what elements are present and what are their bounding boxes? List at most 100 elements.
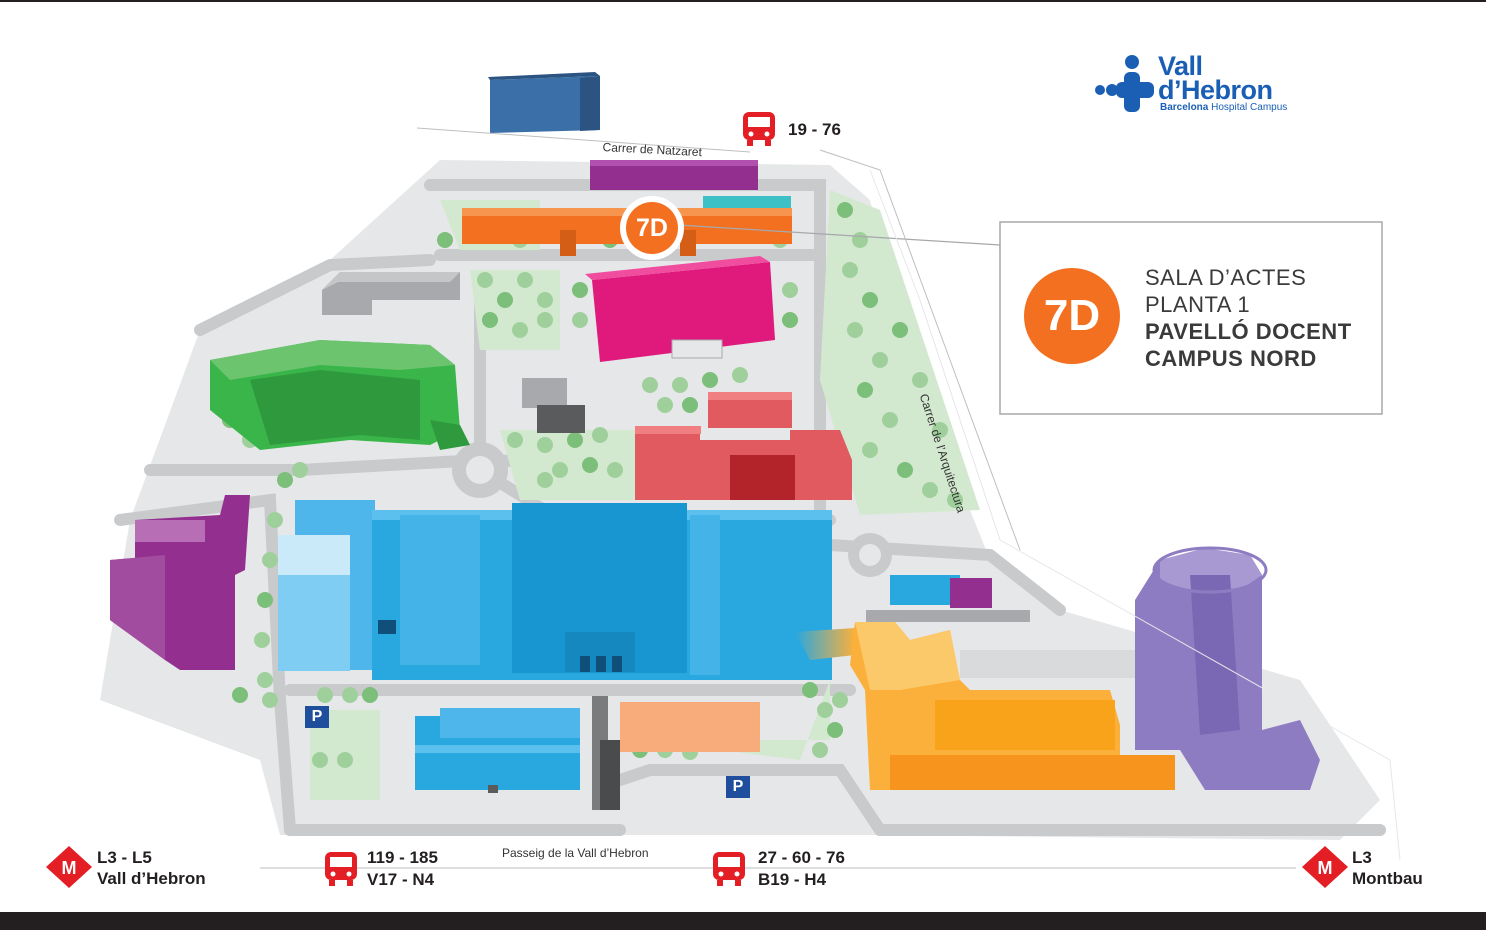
walkway-east: [866, 610, 1030, 622]
tree: [537, 292, 553, 308]
bottom-bar: [0, 912, 1486, 930]
bus-icon: [713, 852, 745, 886]
tree: [842, 262, 858, 278]
tree: [782, 282, 798, 298]
metro-right-line: L3: [1352, 848, 1372, 867]
building-blue-east: [890, 575, 992, 608]
bus-center-line1: 27 - 60 - 76: [758, 848, 845, 867]
bus-stop-top[interactable]: 19 - 76: [740, 108, 860, 150]
callout-line1: SALA D’ACTES: [1145, 265, 1307, 290]
tree: [257, 592, 273, 608]
parking-icon[interactable]: P: [305, 706, 329, 728]
tree: [702, 372, 718, 388]
bus-stop-passeig-east[interactable]: 27 - 60 - 76 B19 - H4: [710, 846, 870, 892]
tree: [892, 322, 908, 338]
building-blue-main: [278, 500, 832, 680]
tree: [582, 457, 598, 473]
tree: [232, 687, 248, 703]
vall-hebron-logo-icon: [1095, 55, 1154, 112]
tree: [342, 687, 358, 703]
street-passeig: Passeig de la Vall d’Hebron: [502, 846, 649, 860]
building-dark-blue-north: [488, 72, 600, 133]
building-grey-west: [322, 272, 460, 315]
tree: [832, 692, 848, 708]
bridge: [795, 628, 855, 660]
tree: [657, 397, 673, 413]
tree: [682, 397, 698, 413]
street-natzaret-line: [416, 127, 751, 153]
bus-icon: [325, 852, 357, 886]
tree: [572, 312, 588, 328]
tree: [337, 752, 353, 768]
metro-icon-label: M: [1318, 858, 1333, 878]
metro-right-station: Montbau: [1352, 869, 1423, 888]
callout-line3: PAVELLÓ DOCENT: [1145, 319, 1352, 344]
tree: [262, 692, 278, 708]
logo-subtitle-bold: Barcelona: [1160, 102, 1209, 113]
tree: [567, 432, 583, 448]
stairs: [592, 696, 620, 810]
tree: [912, 372, 928, 388]
metro-icon: M: [1302, 846, 1348, 888]
tree: [277, 472, 293, 488]
building-yellow: [850, 622, 1175, 790]
building-blue-south: [415, 708, 580, 793]
tree: [812, 742, 828, 758]
tree: [782, 312, 798, 328]
tree: [862, 292, 878, 308]
parking-strip: [960, 650, 1135, 678]
logo-line1: Vall: [1158, 51, 1203, 81]
building-grey-center: [522, 378, 585, 433]
tree: [512, 322, 528, 338]
tree: [257, 672, 273, 688]
tree: [922, 482, 938, 498]
tree: [882, 412, 898, 428]
metro-left-line: L3 - L5: [97, 848, 152, 867]
tree: [592, 427, 608, 443]
tree: [947, 492, 963, 508]
metro-icon: M: [46, 846, 92, 888]
callout-badge: 7D: [1024, 268, 1120, 364]
tree: [732, 367, 748, 383]
tree: [847, 322, 863, 338]
bus-stop-passeig-west[interactable]: 119 - 185 V17 - N4: [322, 846, 452, 892]
tree: [292, 462, 308, 478]
building-red: [635, 392, 852, 500]
tree: [802, 682, 818, 698]
tree: [482, 312, 498, 328]
tree: [517, 272, 533, 288]
metro-icon-label: M: [62, 858, 77, 878]
tree: [862, 442, 878, 458]
parking-icon[interactable]: P: [726, 776, 750, 798]
callout-line2: PLANTA 1: [1145, 292, 1251, 317]
tree: [254, 632, 270, 648]
metro-stop-vall-hebron[interactable]: M L3 - L5 Vall d’Hebron: [44, 844, 234, 892]
location-marker-7d[interactable]: 7D: [626, 202, 678, 254]
bus-left-line1: 119 - 185: [367, 848, 438, 867]
bus-left-line2: V17 - N4: [367, 870, 435, 889]
tree: [537, 312, 553, 328]
metro-stop-montbau[interactable]: M L3 Montbau: [1300, 844, 1440, 892]
tree: [837, 202, 853, 218]
bus-icon: [743, 112, 775, 146]
tree: [642, 377, 658, 393]
logo-subtitle: Barcelona Hospital Campus: [1160, 102, 1287, 113]
tree: [317, 687, 333, 703]
tree: [537, 472, 553, 488]
tree: [857, 382, 873, 398]
building-lavender-tower: [1135, 546, 1320, 790]
building-purple-west: [110, 495, 250, 670]
tree: [897, 462, 913, 478]
tree: [607, 462, 623, 478]
tree: [507, 432, 523, 448]
building-magenta: [585, 256, 775, 362]
callout-line4: CAMPUS NORD: [1145, 346, 1317, 371]
tree: [572, 282, 588, 298]
tree: [437, 232, 453, 248]
tree: [817, 702, 833, 718]
tree: [267, 512, 283, 528]
tree: [872, 352, 888, 368]
building-green: [210, 340, 470, 450]
